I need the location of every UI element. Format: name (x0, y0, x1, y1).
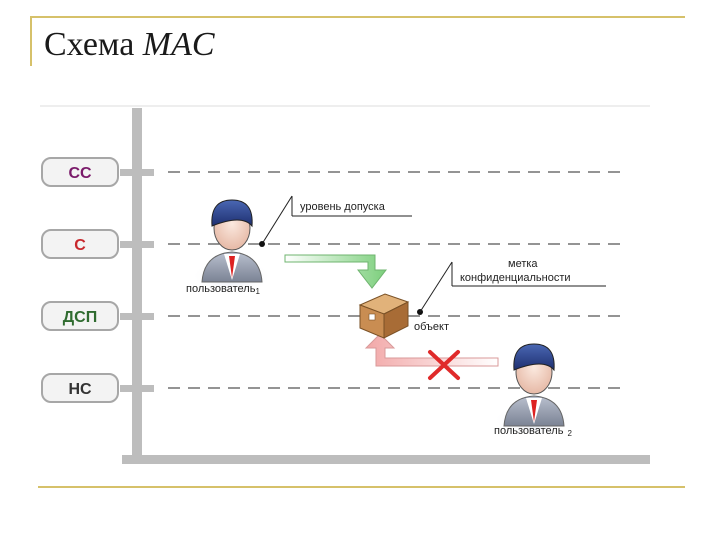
user1-label: пользователь1 (186, 283, 260, 296)
slide-title-regular: Схема (44, 26, 143, 63)
level-label-ns: НС (68, 381, 92, 398)
level-box-cc: СС (41, 157, 119, 187)
access-level-label: уровень допуска (300, 201, 386, 213)
user1-index: 1 (255, 287, 260, 296)
slide-title-italic: MAC (142, 26, 215, 63)
level-box-ns: НС (41, 373, 119, 403)
user1-label-text: пользователь (186, 283, 256, 295)
slide-title: Схема MAC (44, 26, 215, 64)
scale-bar (132, 108, 142, 460)
scale-baseline (122, 455, 650, 464)
user2-index: 2 (567, 429, 572, 438)
user2-label-text: пользователь (494, 425, 564, 437)
object-label: объект (414, 321, 449, 333)
level-label-c: С (74, 237, 86, 254)
user-icon (493, 343, 575, 437)
level-label-cc: СС (68, 165, 92, 182)
confidentiality-label-line2: конфиденциальности (460, 272, 571, 284)
frame-left-line (30, 16, 32, 66)
frame-top-line (30, 16, 685, 18)
frame-bottom-line (38, 486, 685, 488)
red-arrow-icon (364, 333, 499, 367)
level-box-c: С (41, 229, 119, 259)
level-label-dsp: ДСП (63, 309, 97, 326)
green-arrow-icon (284, 254, 388, 289)
confidentiality-label-line1: метка (508, 258, 538, 270)
level-box-dsp: ДСП (41, 301, 119, 331)
red-x-icon (428, 350, 460, 380)
box-icon (358, 293, 410, 339)
